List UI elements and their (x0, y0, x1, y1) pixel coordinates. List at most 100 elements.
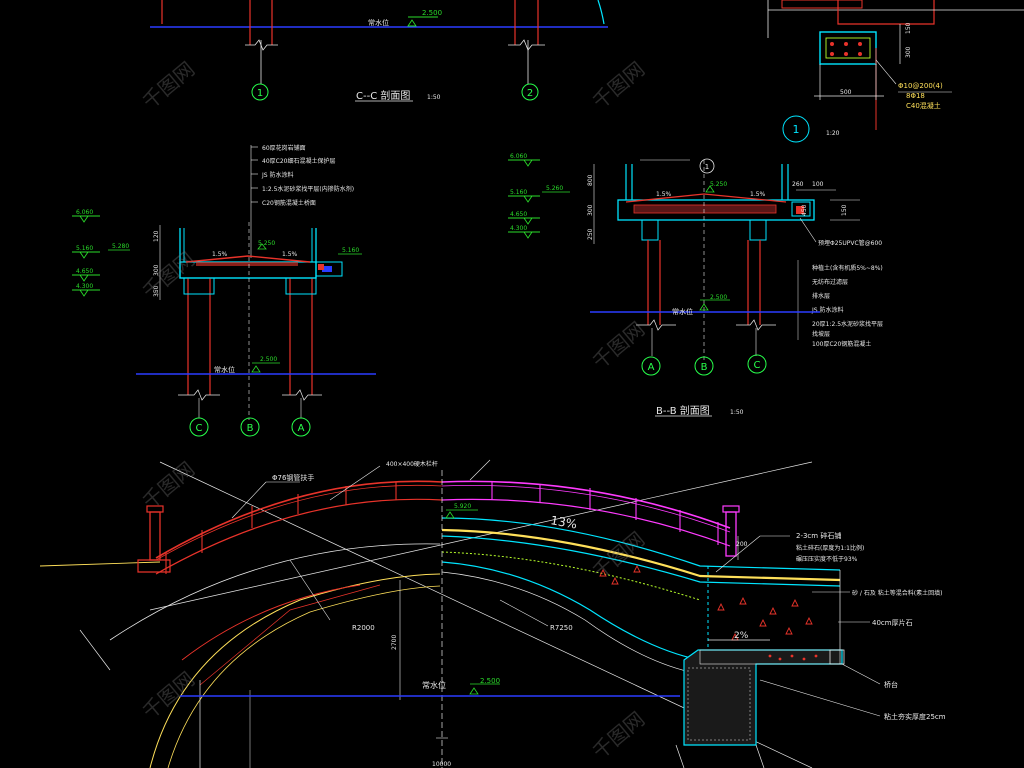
layer-note-5: C20钢筋混凝土桥面 (262, 199, 316, 207)
detail-scale: 1:20 (826, 130, 840, 137)
dim-left-1: 120 (153, 230, 160, 242)
bb-water-label: 常水位 (672, 307, 693, 316)
slope-bb-b: 1.5% (750, 191, 766, 198)
axis-label-left-b: B (247, 423, 254, 434)
section-cc-scale: 1:50 (427, 94, 441, 101)
elev-water-value: 2.500 (480, 677, 500, 685)
detail-note-rebar2: 8Φ18 (906, 92, 925, 100)
layer-note-2: 40厚C20细石混凝土保护层 (262, 157, 335, 165)
water-level-label: 常水位 (368, 18, 389, 27)
elev-slope: 13% (549, 513, 578, 531)
dim-left-2: 300 (153, 264, 160, 276)
section-bb-scale: 1:50 (730, 409, 744, 416)
slope-left-b: 1.5% (282, 251, 298, 258)
axis-bubble-left-c (189, 417, 209, 437)
section-left: 60厚花岗岩铺面 40厚C20细石混凝土保护层 JS 防水涂料 1:2.5水泥砂… (72, 144, 376, 437)
level-left-4: 4.300 (76, 283, 93, 290)
left-water-label: 常水位 (214, 365, 235, 374)
bank-slope: 2% (734, 631, 749, 641)
axis-label-2: 2 (527, 88, 533, 99)
section-cc-title: C--C 剖面图 (356, 89, 410, 102)
water-level-value: 2.500 (422, 9, 442, 17)
axis-label-left-c: C (196, 423, 203, 434)
detail-dim-height-b: 300 (905, 46, 912, 58)
radius-outer: R2000 (352, 624, 375, 632)
radius-inner: R7250 (550, 624, 573, 632)
railing-note: Φ76钢管扶手 (272, 473, 314, 482)
detail-note-concrete: C40混凝土 (906, 101, 941, 110)
note-surface-1: 2-3cm 碎石铺 (796, 531, 841, 540)
note-base: 粘土夯实厚度25cm (884, 712, 946, 721)
detail-dim-height-a: 150 (905, 22, 912, 34)
slope-bb-a: 1.5% (656, 191, 672, 198)
note-stone: 40cm厚片石 (872, 618, 913, 627)
level-markers-left (72, 215, 100, 297)
bb-note-3: 排水层 (812, 292, 830, 300)
level-left-1: 6.060 (76, 209, 93, 216)
level-bb-4: 4.300 (510, 225, 527, 232)
bb-note-2: 无纺布过滤层 (812, 278, 848, 286)
elev-water-label: 常水位 (422, 680, 446, 690)
dim-end: 200 (736, 541, 748, 548)
level-left-side: 5.160 (342, 247, 359, 254)
layer-note-4: 1:2.5水泥砂浆找平层(内掺防水剂) (262, 185, 354, 193)
bb-callout-bubble (699, 158, 715, 174)
dim-bb-3: 250 (587, 228, 594, 240)
left-water-value: 2.500 (260, 356, 277, 363)
dim-bb-6: 450 (801, 204, 808, 216)
slope-left-a: 1.5% (212, 251, 228, 258)
note-fill: 砂 / 石及 粘土等混合料(素土回填) (852, 589, 942, 597)
level-left-mid: 5.280 (112, 243, 129, 250)
section-bb: 6.060 5.160 4.650 4.300 5.260 800 300 25… (508, 153, 883, 417)
axis-label-bb-b: B (701, 362, 708, 373)
bb-note-1: 种植土(含有机质5%~8%) (812, 264, 883, 272)
axis-label-bb-c: C (754, 360, 761, 371)
axis-bubble-bb-a (641, 356, 661, 376)
level-bb-3: 4.650 (510, 211, 527, 218)
bb-drain-note: 预埋Φ25UPVC管@600 (818, 239, 882, 247)
axis-bubble-left-b (240, 417, 260, 437)
detail-1: 500 150 300 Φ10@200(4) 8Φ18 C40混凝土 1 1:2… (767, 0, 1024, 143)
bb-callout-label: 1 (705, 163, 709, 171)
dim-bb-4: 260 (792, 181, 804, 188)
axis-bubble-bb-c (747, 354, 767, 374)
layer-note-1: 60厚花岗岩铺面 (262, 144, 306, 152)
axis-bubble-bb-b (694, 356, 714, 376)
dim-left-3: 350 (153, 285, 160, 297)
detail-bubble (782, 115, 810, 143)
axis-bubble-1 (251, 83, 269, 101)
rise-dim: 2700 (391, 635, 398, 650)
note-surface-2: 粘土碎石(厚度为1:1比例) (796, 544, 864, 552)
section-bb-title: B--B 剖面图 (656, 404, 710, 417)
detail-bubble-label: 1 (793, 123, 800, 136)
note-surface-3: 碾压压实度不低于93% (796, 555, 858, 563)
axis-label-1: 1 (257, 88, 263, 99)
bb-water-value: 2.500 (710, 294, 727, 301)
level-bb-2: 5.160 (510, 189, 527, 196)
fill-hatch (599, 564, 813, 641)
axis-label-left-a: A (298, 423, 305, 434)
level-bb-1: 6.060 (510, 153, 527, 160)
axis-label-bb-a: A (648, 362, 655, 373)
level-left-2: 5.160 (76, 245, 93, 252)
dim-bottom: 10000 (432, 761, 451, 768)
dim-bb-2: 300 (587, 204, 594, 216)
bb-note-4: JS 防水涂料 (811, 306, 844, 314)
axis-bubble-left-a (291, 417, 311, 437)
level-left-top: 5.250 (258, 240, 275, 247)
dim-bb-7: 150 (841, 204, 848, 216)
railing-note-2: 400×400硬木栏杆 (386, 460, 438, 468)
dim-bb-1: 800 (587, 174, 594, 186)
bb-note-7: 100厚C20钢筋混凝土 (812, 340, 871, 348)
bridge-elevation: 2% 2700 常水位 2.500 5.920 13% R2000 R7250 … (39, 459, 946, 768)
elev-level-deck: 5.920 (454, 503, 471, 510)
level-left-3: 4.650 (76, 268, 93, 275)
layer-note-3: JS 防水涂料 (261, 171, 294, 179)
bb-note-5: 20厚1:2.5水泥砂浆找平层 (812, 320, 883, 328)
dim-bb-5: 100 (812, 181, 824, 188)
detail-dim-width: 500 (840, 89, 852, 96)
section-cc: 1 2 常水位 2.500 C--C 剖面图 1:50 (150, 0, 608, 102)
level-bb-mid: 5.260 (546, 185, 563, 192)
bb-note-6: 找坡层 (812, 330, 830, 338)
